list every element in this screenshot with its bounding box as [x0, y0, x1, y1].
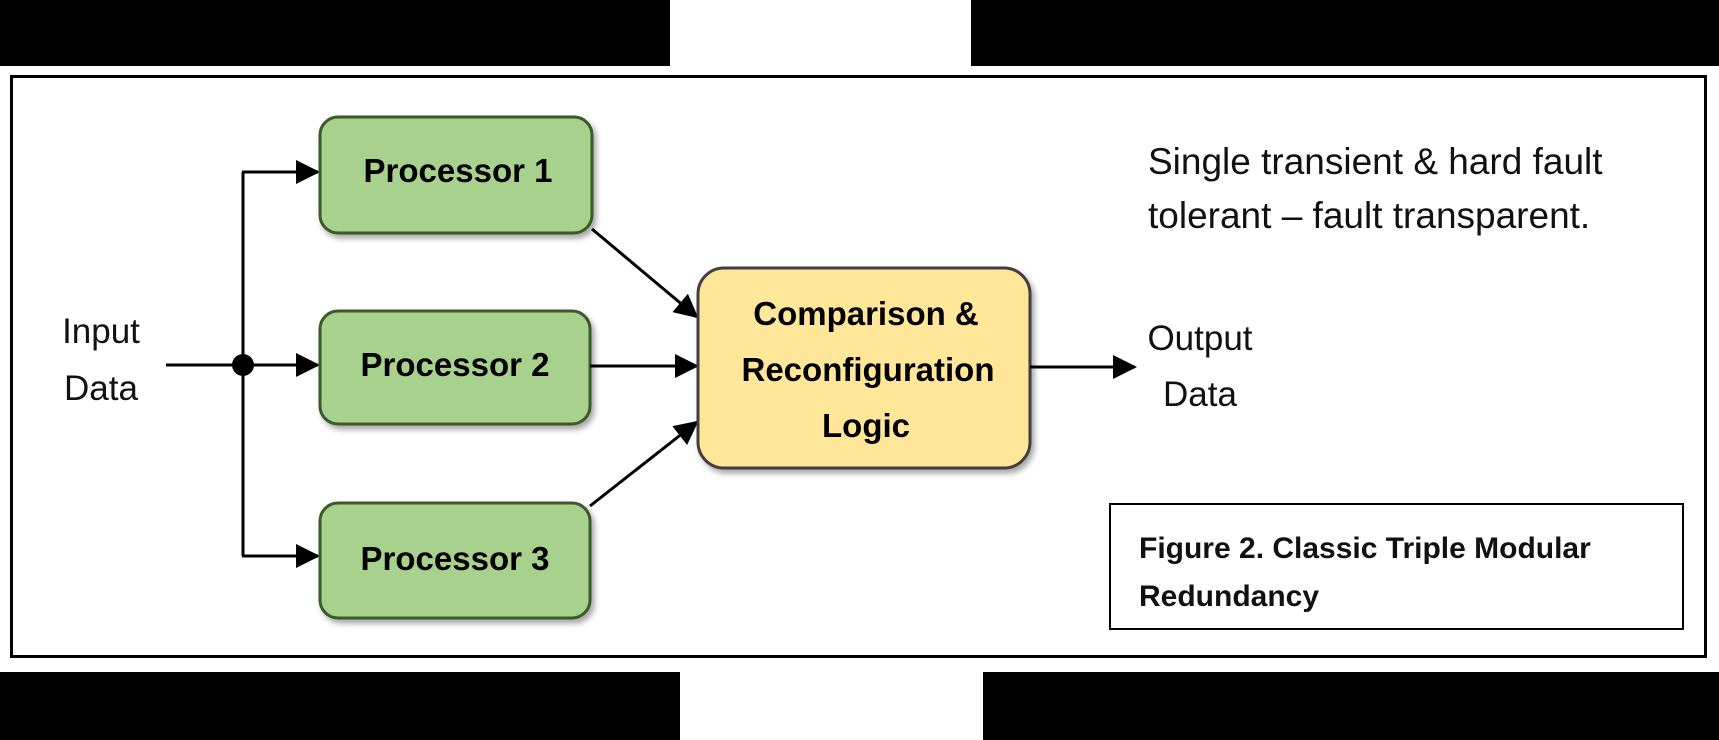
output-label-line-1: Output [1147, 319, 1252, 358]
input-label-line-1: Input [62, 312, 140, 351]
logic-label-line-1: Comparison & [753, 295, 979, 332]
input-label-line-2: Data [64, 369, 138, 408]
arrow-p3-to-logic [589, 420, 699, 508]
logic-label-line-2: Reconfiguration [742, 351, 995, 388]
bottom-left-black-band [0, 672, 680, 740]
output-label-line-2: Data [1163, 375, 1237, 414]
processor-3-box: Processor 3 [318, 501, 592, 620]
note-line-2: tolerant – fault transparent. [1148, 195, 1591, 236]
note-line-1: Single transient & hard fault [1148, 141, 1603, 182]
figure-caption-box: Figure 2. Classic Triple Modular Redunda… [1109, 503, 1684, 630]
top-right-black-band [971, 0, 1719, 66]
processor-1-box: Processor 1 [318, 115, 594, 235]
processor-2-label: Processor 2 [361, 346, 550, 383]
arrow-p1-to-logic [591, 227, 699, 319]
comparison-logic-box: Comparison & Reconfiguration Logic [696, 266, 1032, 470]
fault-tolerance-note: Single transient & hard fault tolerant –… [1148, 135, 1668, 243]
processor-3-label: Processor 3 [361, 540, 550, 577]
top-left-black-band [0, 0, 670, 66]
processor-2-box: Processor 2 [318, 309, 592, 426]
figure-caption: Figure 2. Classic Triple Modular Redunda… [1139, 532, 1591, 613]
bottom-right-black-band [983, 672, 1719, 740]
logic-label-line-3: Logic [822, 407, 910, 444]
processor-1-label: Processor 1 [364, 152, 553, 189]
